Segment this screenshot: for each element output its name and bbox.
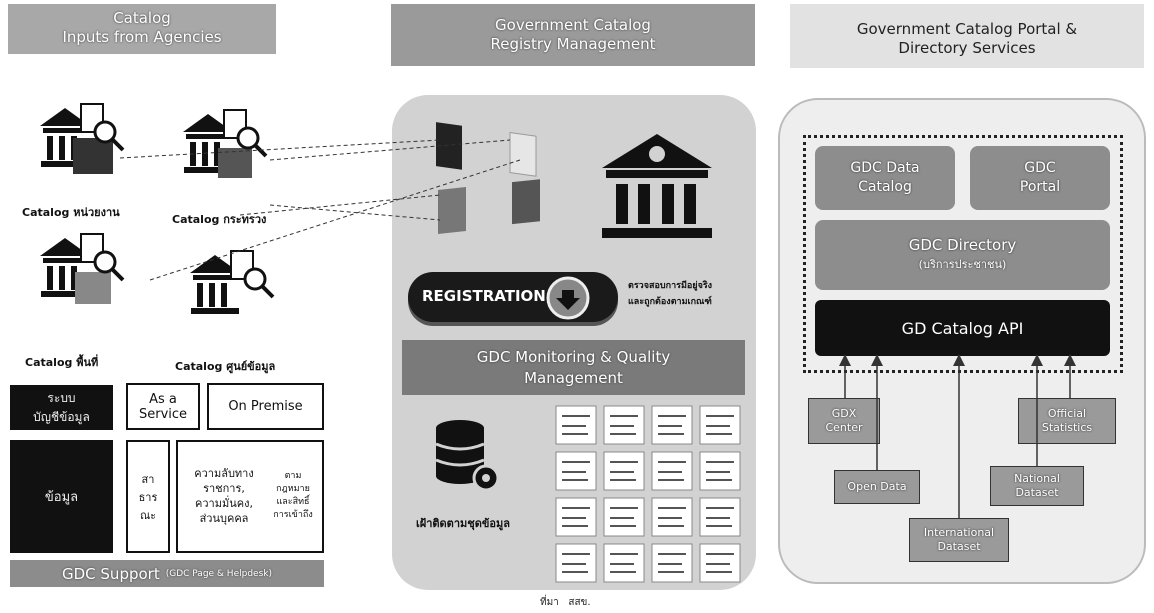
portal-directory-header: Government Catalog Portal & Directory Se… (790, 4, 1144, 68)
ministry-catalog-icon (183, 109, 268, 178)
agency-catalog-icon (40, 103, 125, 174)
on-premise-box: On Premise (207, 383, 324, 430)
gdc-directory-box: GDC Directory (บริการประชาชน) (815, 220, 1110, 290)
verification-text: ตรวจสอบการมีอยู่จริง และถูกต้องตามเกณฑ์ (628, 281, 713, 307)
gdc-support-label: GDC Support (62, 564, 160, 583)
gdx-center-box: GDX Center (808, 398, 880, 444)
gd-catalog-api-box: GD Catalog API (815, 300, 1110, 356)
official-statistics-box: Official Statistics (1018, 398, 1116, 444)
gdc-portal-box: GDC Portal (970, 146, 1110, 210)
government-building-icon (602, 134, 712, 238)
database-settings-icon (435, 420, 500, 492)
national-dataset-box: National Dataset (990, 466, 1084, 506)
gdc-directory-label: GDC Directory (908, 236, 1017, 254)
gdc-support-sublabel: (GDC Page & Helpdesk) (165, 568, 272, 579)
open-data-box: Open Data (834, 470, 920, 504)
ministry-catalog-label: Catalog กระทรวง (172, 213, 267, 226)
gdc-data-catalog-box: GDC Data Catalog (815, 146, 955, 210)
monitoring-bar: GDC Monitoring & Quality Management (402, 340, 745, 395)
dataset-tracking-label: เฝ้าติดตามชุดข้อมูล (416, 517, 510, 530)
international-dataset-box: International Dataset (909, 518, 1009, 562)
agency-inputs-header-line1: Catalog (113, 9, 171, 27)
public-box: สา ธาร ณะ (126, 440, 170, 553)
registry-header-line2: Registry Management (490, 35, 656, 53)
registration-label: REGISTRATION (422, 287, 546, 305)
source-footer: ที่มา สสข. (540, 597, 591, 608)
law-access-label: ตาม กฎหมาย และสิทธิ์ การเข้าถึง (273, 471, 313, 520)
agency-inputs-header: Catalog Inputs from Agencies (8, 4, 276, 54)
agency-inputs-header-line2: Inputs from Agencies (62, 28, 222, 46)
gdc-directory-sublabel: (บริการประชาชน) (918, 258, 1007, 271)
portal-header-line1: Government Catalog Portal & (856, 20, 1078, 38)
data-center-catalog-label: Catalog ศูนย์ข้อมูล (175, 360, 276, 373)
as-a-service-box: As a Service (126, 383, 200, 430)
monitored-documents-grid (555, 405, 741, 583)
registry-management-header: Government Catalog Registry Management (391, 4, 755, 66)
area-catalog-icon (40, 233, 125, 304)
portal-header-line2: Directory Services (898, 39, 1036, 57)
registry-header-line1: Government Catalog (495, 16, 651, 34)
data-box: ข้อมูล (10, 440, 113, 553)
classified-box: ความลับทาง ราชการ, ความมั่นคง, ส่วนบุคคล… (176, 440, 324, 553)
agency-catalog-label: Catalog หน่วยงาน (22, 206, 120, 219)
catalog-system-box: ระบบ บัญชีข้อมูล (10, 385, 113, 430)
portal-dotted-frame (803, 135, 1123, 373)
catalog-cubes (436, 122, 540, 234)
classified-label: ความลับทาง ราชการ, ความมั่นคง, ส่วนบุคคล (194, 467, 254, 525)
gdc-support-bar: GDC Support (GDC Page & Helpdesk) (10, 560, 324, 587)
download-arrow-icon (546, 276, 590, 320)
area-catalog-label: Catalog พื้นที่ (25, 356, 99, 369)
data-center-catalog-icon (190, 250, 275, 314)
